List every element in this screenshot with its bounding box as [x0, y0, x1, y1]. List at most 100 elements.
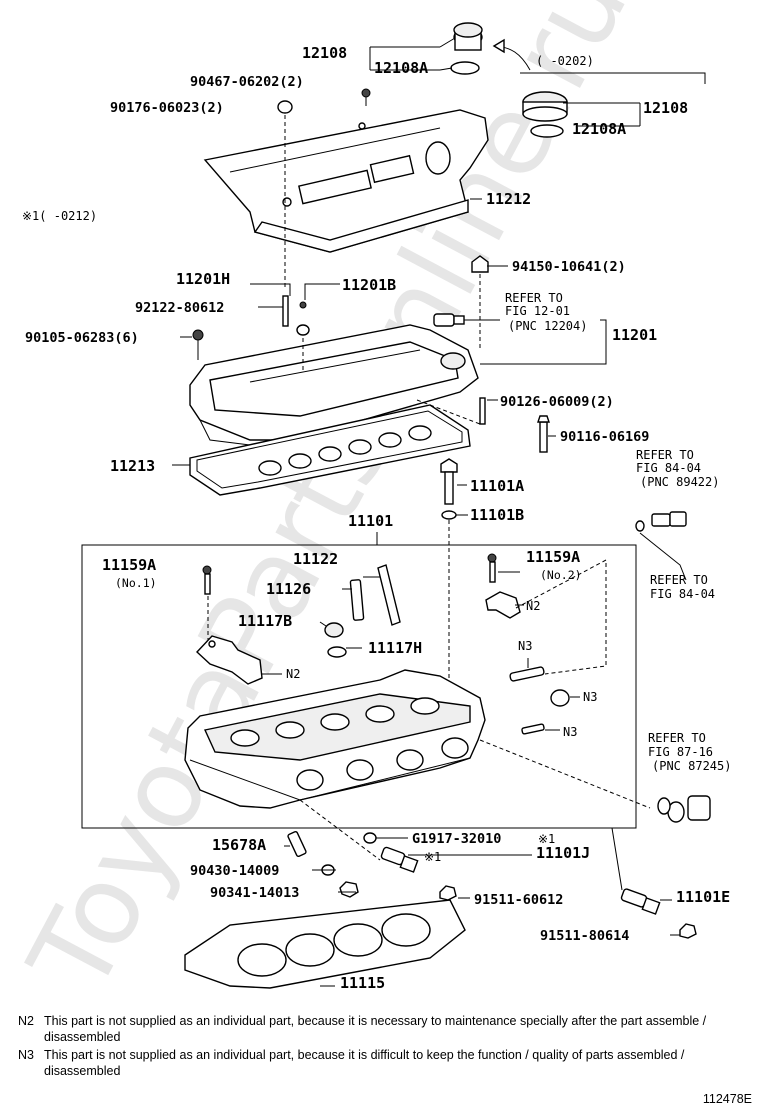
label-90341: 90341-14013 [210, 885, 299, 901]
cylinder-head-cover-part[interactable] [189, 324, 479, 451]
label-refer-1201-a: REFER TO [505, 291, 563, 305]
label-11201: 11201 [612, 326, 657, 344]
pin-n3-a[interactable] [509, 666, 545, 682]
label-11126: 11126 [266, 580, 311, 598]
label-90105: 90105-06283(6) [25, 330, 139, 346]
grommet-90176[interactable] [277, 100, 293, 114]
bearing-cap-n2-right[interactable] [485, 591, 521, 619]
label-n3-c: N3 [563, 725, 577, 739]
engine-cover-part[interactable] [203, 109, 489, 253]
pin-n3-c[interactable] [521, 723, 545, 735]
label-12108-top: 12108 [302, 44, 347, 62]
label-refer-1201-c: (PNC 12204) [508, 319, 587, 333]
label-11101: 11101 [348, 512, 393, 530]
label-11101J: 11101J [536, 844, 590, 862]
oil-filler-cap-right[interactable] [522, 91, 568, 138]
note-n2-key: N2 [18, 1014, 34, 1028]
bolt-90116[interactable] [537, 415, 550, 453]
dowel-11122[interactable] [377, 564, 401, 626]
label-94150: 94150-10641(2) [512, 259, 626, 275]
head-cover-gasket-part[interactable] [189, 404, 471, 496]
bearing-cap-n2-left[interactable] [196, 635, 263, 685]
oil-filler-cap-top[interactable] [450, 22, 483, 75]
label-refer-8404b-b: FIG 84-04 [650, 587, 715, 601]
label-11101A: 11101A [470, 477, 524, 495]
sensor-11101J[interactable] [380, 846, 419, 873]
label-11122: 11122 [293, 550, 338, 568]
label-refer-8404a-b: FIG 84-04 [636, 461, 701, 475]
label-92122: 92122-80612 [135, 300, 224, 316]
label-90176: 90176-06023(2) [110, 100, 224, 116]
label-11159A-right: 11159A [526, 548, 580, 566]
grommet-11201B[interactable] [296, 301, 310, 336]
note-n3: N3 This part is not supplied as an indiv… [18, 1047, 738, 1079]
label-refer-8716-b: FIG 87-16 [648, 745, 713, 759]
note-n3-text: This part is not supplied as an individu… [44, 1048, 685, 1078]
label-12108-right: 12108 [643, 99, 688, 117]
bolt-11159A-no2[interactable] [487, 553, 497, 583]
hose-clamp-ref-8716[interactable] [657, 795, 711, 823]
cylinder-head-group-box [81, 544, 637, 829]
plug-15678A[interactable] [287, 830, 307, 858]
stud-11201H[interactable] [282, 295, 289, 327]
pcv-valve-ref[interactable] [433, 313, 465, 327]
bolt-11159A-no1[interactable] [202, 565, 212, 595]
sensor-11101E[interactable] [620, 888, 661, 915]
note-n2-text: This part is not supplied as an individu… [44, 1014, 707, 1044]
label-90467: 90467-06202(2) [190, 74, 304, 90]
head-bolt-11101A[interactable] [440, 458, 458, 505]
label-11213: 11213 [110, 457, 155, 475]
label-mark-1a: ※1 [538, 832, 555, 846]
label-11159A-left: 11159A [102, 556, 156, 574]
label-11117H: 11117H [368, 639, 422, 657]
plug-11117B[interactable] [324, 622, 344, 638]
label-11201B: 11201B [342, 276, 396, 294]
arrow-head-icon [492, 38, 505, 54]
sleeve-11126[interactable] [349, 579, 365, 621]
bolt-90467[interactable] [361, 88, 371, 106]
sleeve-n3-b[interactable] [550, 689, 570, 707]
gasket-G1917[interactable] [363, 832, 377, 844]
label-11101B: 11101B [470, 506, 524, 524]
note-n3-key: N3 [18, 1048, 34, 1062]
label-refer-8716-a: REFER TO [648, 731, 706, 745]
label-refer-8404a-a: REFER TO [636, 448, 694, 462]
cylinder-head-part[interactable] [184, 669, 486, 809]
cylinder-head-gasket-part[interactable] [184, 899, 466, 989]
label-n3-a: N3 [518, 639, 532, 653]
label-91511-80614: 91511-80614 [540, 928, 629, 944]
label-mark-1b: ※1 [424, 850, 441, 864]
label-refer-8404a-c: (PNC 89422) [640, 475, 719, 489]
label-n3-b: N3 [583, 690, 597, 704]
label-refer-8716-c: (PNC 87245) [652, 759, 731, 773]
label-note1-0212: ※1( -0212) [22, 209, 97, 223]
label-90116: 90116-06169 [560, 429, 649, 445]
label-no2: (No.2) [540, 568, 582, 582]
cap-nut-94150[interactable] [471, 255, 489, 273]
stud-90126[interactable] [479, 397, 486, 425]
footnotes: N2 This part is not supplied as an indiv… [18, 1013, 738, 1079]
washer-11101B[interactable] [441, 510, 457, 520]
label-11115: 11115 [340, 974, 385, 992]
label-91511-60612: 91511-60612 [474, 892, 563, 908]
label-refer-8404b-a: REFER TO [650, 573, 708, 587]
figure-code: 112478E [702, 1092, 752, 1106]
label-90430: 90430-14009 [190, 863, 279, 879]
plug-90341[interactable] [339, 881, 359, 898]
label-G1917: G1917-32010 [412, 831, 501, 847]
label-90126: 90126-06009(2) [500, 394, 614, 410]
bolt-90105[interactable] [192, 329, 204, 360]
bolt-91511-60612[interactable] [439, 885, 457, 901]
label-12108A-top: 12108A [374, 59, 428, 77]
label-period-0202: ( -0202) [536, 54, 594, 68]
gasket-11117H[interactable] [327, 646, 347, 658]
label-11212: 11212 [486, 190, 531, 208]
bolt-91511-80614[interactable] [679, 923, 697, 939]
label-15678A: 15678A [212, 836, 266, 854]
label-11117B: 11117B [238, 612, 292, 630]
sensor-ref-8404[interactable] [635, 511, 687, 532]
label-11201H: 11201H [176, 270, 230, 288]
note-n2: N2 This part is not supplied as an indiv… [18, 1013, 738, 1045]
label-no1: (No.1) [115, 576, 157, 590]
